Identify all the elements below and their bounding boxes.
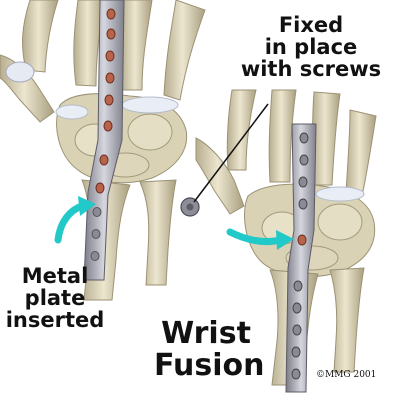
title-line: Wrist xyxy=(161,316,251,351)
right-finger-index xyxy=(226,89,257,171)
left-finger-ring xyxy=(120,0,153,91)
curved-arrow-icon xyxy=(54,196,96,244)
left-finger-index xyxy=(22,0,59,73)
left-ulna xyxy=(139,179,177,286)
right-finger-ring xyxy=(312,91,341,186)
fixed-in-place-label: Fixed in place with screws xyxy=(232,14,390,80)
title-line: Fusion xyxy=(154,347,265,383)
label-line: in place xyxy=(264,35,358,60)
left-metal-plate xyxy=(83,0,125,281)
right-ulna xyxy=(329,267,365,373)
pointer-line xyxy=(193,103,269,203)
right-finger-middle xyxy=(268,89,297,183)
right-carpal-cartilage xyxy=(315,186,365,202)
screw-icon xyxy=(180,197,200,217)
label-line: Metal xyxy=(21,264,89,288)
wrist-fusion-title: Wrist Fusion xyxy=(154,316,265,383)
left-carpal-cartilage xyxy=(55,104,89,120)
metal-plate-label: Metal plate inserted xyxy=(5,265,105,331)
right-metal-plate xyxy=(285,123,317,393)
left-finger-pinky xyxy=(163,0,206,101)
right-carpal-bone xyxy=(317,203,363,241)
label-line: with screws xyxy=(240,57,382,82)
copyright-notice: ©MMG 2001 xyxy=(316,370,377,380)
left-carpal-bone xyxy=(127,113,173,151)
left-carpal-cartilage xyxy=(121,96,179,114)
label-line: Fixed xyxy=(278,13,344,37)
label-line: plate xyxy=(24,286,86,311)
curved-arrow-icon xyxy=(226,228,294,250)
right-finger-pinky xyxy=(345,109,377,197)
right-thumb xyxy=(195,137,245,215)
left-thumb-joint xyxy=(5,61,35,83)
label-line: inserted xyxy=(5,308,105,333)
left-plate-holes xyxy=(95,8,116,194)
